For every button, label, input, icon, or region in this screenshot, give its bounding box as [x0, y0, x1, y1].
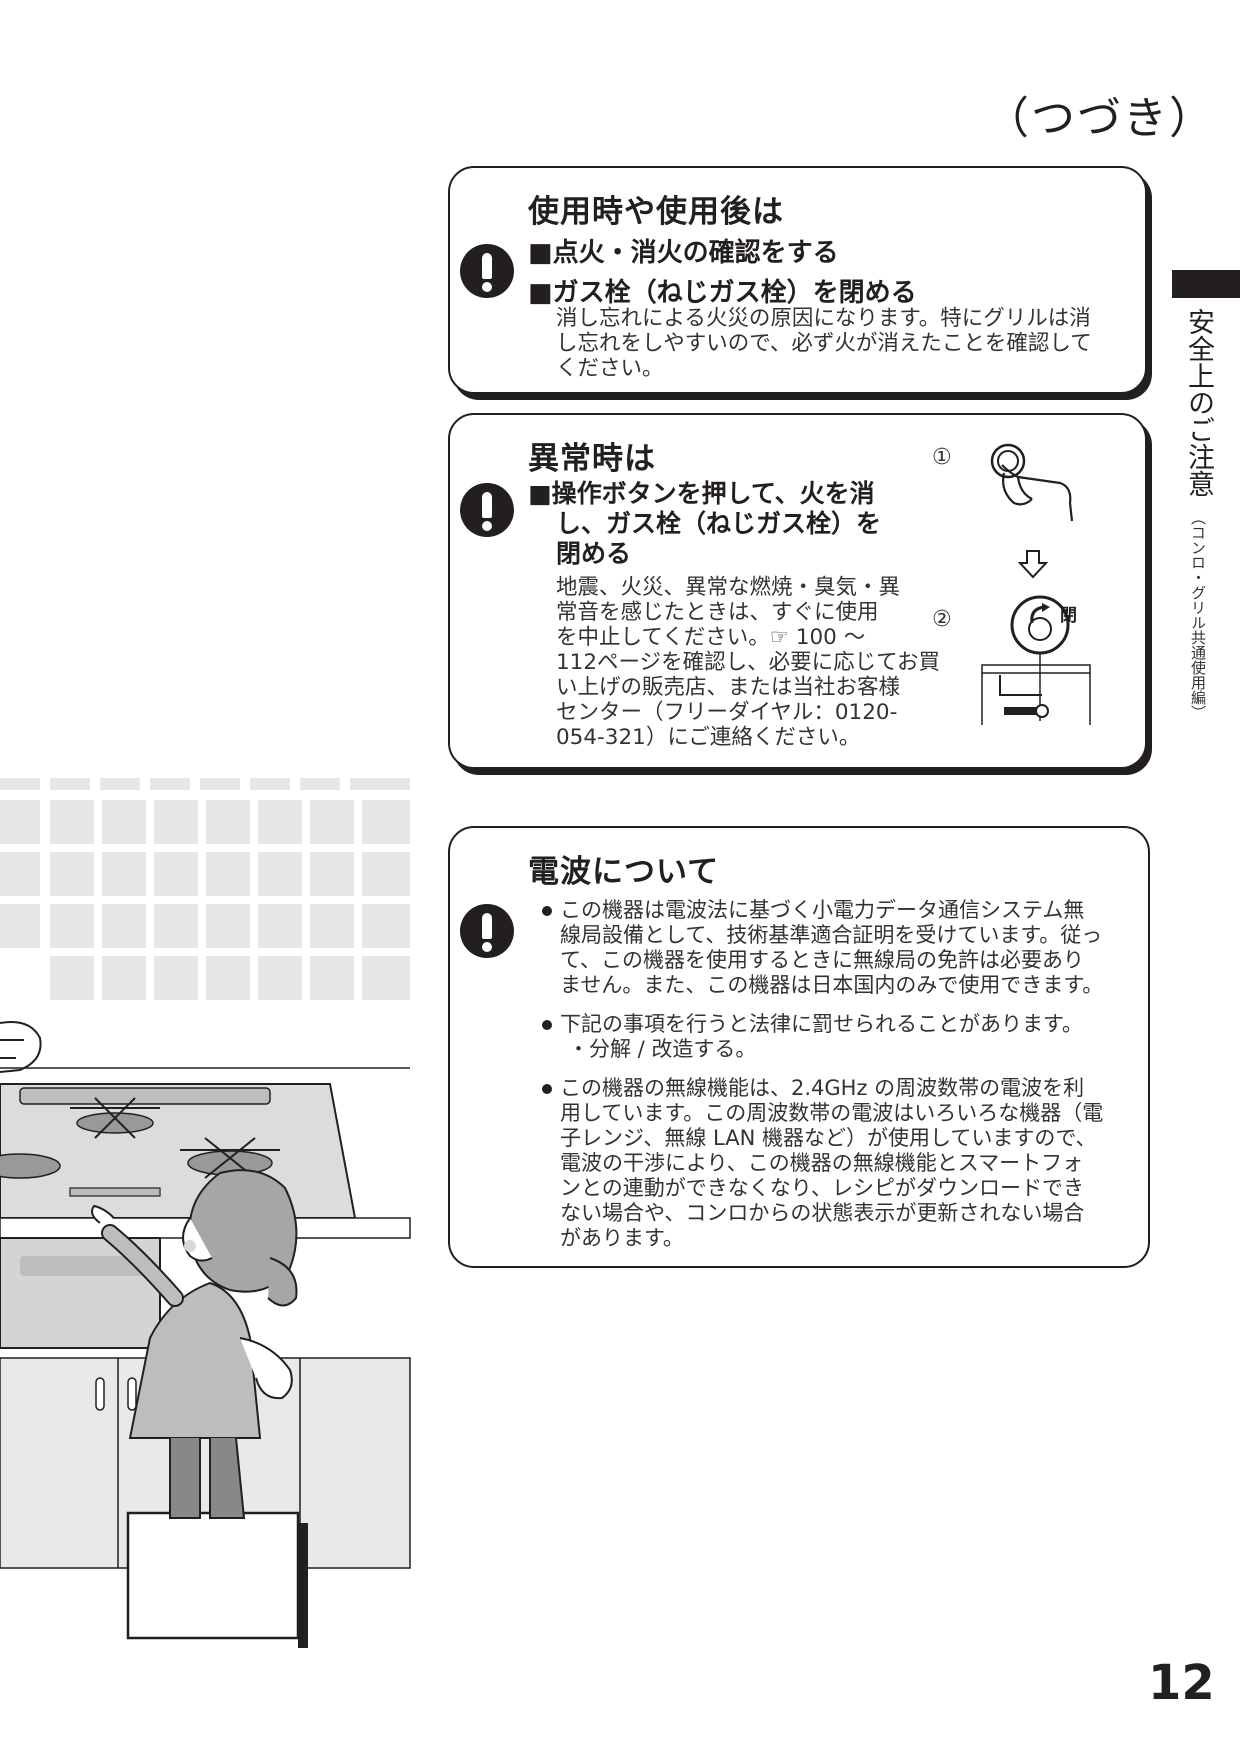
side-section-subtitle: （コンロ・グリル共通使用編）: [1189, 510, 1207, 720]
arrow-down-icon: [1017, 550, 1049, 579]
bullet-confirm-ignition: ■点火・消火の確認をする: [528, 238, 839, 268]
warning-icon: [460, 483, 514, 537]
card-title: 電波について: [528, 854, 720, 890]
warning-icon: [460, 244, 514, 298]
side-section-title: 安全上のご注意: [1183, 308, 1214, 497]
side-tab-marker: [1172, 270, 1240, 298]
list-item: 下記の事項を行うと法律に罰せられることがあります。 ・分解 / 改造する。: [542, 1012, 1152, 1062]
card-body-text: 消し忘れによる火災の原因になります。特にグリルは消 し忘れをしやすいので、必ず火…: [556, 306, 1092, 381]
card-body-text: 地震、火災、異常な燃焼・臭気・異 常音を感じたときは、すぐに使用 を中止してくだ…: [556, 575, 940, 750]
kitchen-child-illustration: [0, 778, 411, 1648]
gas-valve-illustration: [981, 595, 1091, 725]
card-emergency: 異常時は ■操作ボタンを押して、火を消 し、ガス栓（ねじガス栓）を 閉める 地震…: [448, 413, 1147, 769]
card-after-use: 使用時や使用後は ■点火・消火の確認をする ■ガス栓（ねじガス栓）を閉める 消し…: [448, 166, 1147, 394]
list-item: この機器は電波法に基づく小電力データ通信システム無 線局設備として、技術基準適合…: [542, 898, 1152, 998]
radio-notice-list: この機器は電波法に基づく小電力データ通信システム無 線局設備として、技術基準適合…: [542, 898, 1152, 1265]
card-title: 使用時や使用後は: [528, 194, 784, 230]
card-title: 異常時は: [528, 441, 656, 477]
step-number-2: ②: [932, 607, 952, 632]
warning-icon: [460, 904, 514, 958]
continued-heading: （つづき）: [985, 93, 1215, 144]
press-button-illustration: [990, 443, 1074, 522]
list-item: この機器の無線機能は、2.4GHz の周波数帯の電波を利 用しています。この周波…: [542, 1076, 1152, 1251]
card-radio-waves: 電波について この機器は電波法に基づく小電力データ通信システム無 線局設備として…: [448, 826, 1150, 1268]
valve-closed-label: 閉: [1060, 606, 1077, 626]
bullet-close-gas-valve: ■ガス栓（ねじガス栓）を閉める: [528, 278, 917, 308]
step-number-1: ①: [932, 445, 952, 470]
emergency-instruction: ■操作ボタンを押して、火を消 し、ガス栓（ねじガス栓）を 閉める: [528, 479, 882, 568]
page-number: 12: [1148, 1655, 1215, 1711]
